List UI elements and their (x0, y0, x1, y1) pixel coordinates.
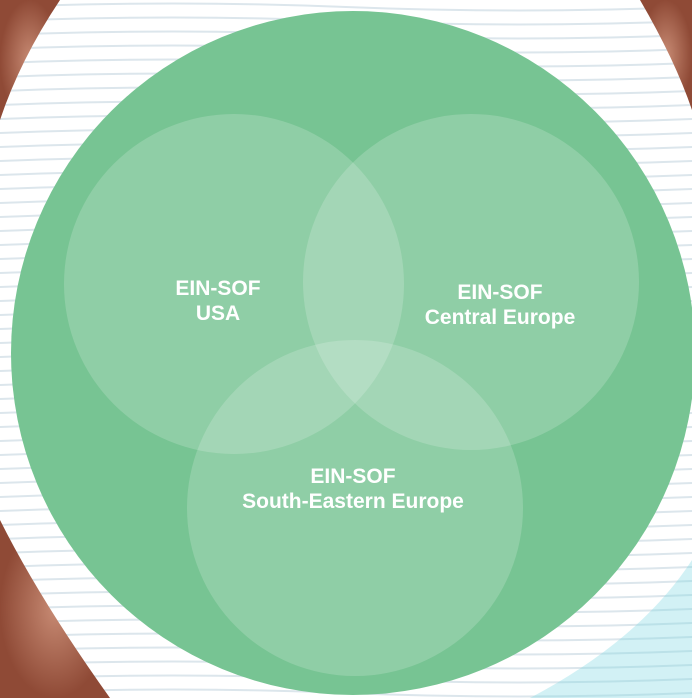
circle-central-europe (303, 114, 639, 450)
label-south-eastern-europe-line2: South-Eastern Europe (242, 490, 464, 513)
outer-circle (11, 11, 692, 695)
copper-corner-top-left (0, 0, 60, 120)
label-central-europe-line1: EIN-SOF (457, 281, 543, 304)
circle-usa (64, 114, 404, 454)
label-usa-line1: EIN-SOF (175, 277, 261, 300)
label-south-eastern-europe: EIN-SOF South-Eastern Europe (242, 464, 464, 514)
copper-corner-bottom-left (0, 520, 110, 698)
cyan-wave-bottom-right (530, 560, 692, 698)
label-central-europe-line2: Central Europe (424, 306, 576, 329)
label-usa: EIN-SOF USA (175, 276, 260, 326)
label-central-europe: EIN-SOF Central Europe (425, 280, 576, 330)
label-south-eastern-europe-line1: EIN-SOF (310, 465, 396, 488)
copper-corner-top-right (640, 0, 692, 110)
label-usa-line2: USA (195, 302, 241, 325)
circle-south-eastern-europe (187, 340, 523, 676)
